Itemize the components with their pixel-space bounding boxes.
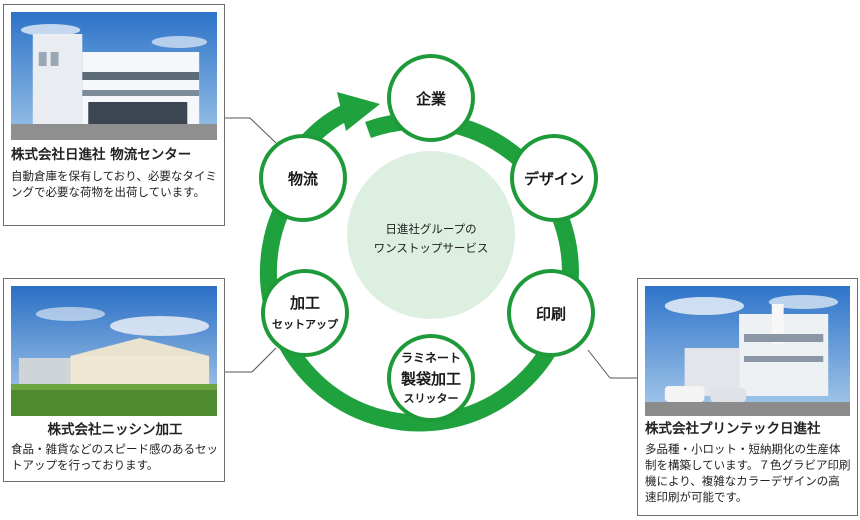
node-insatsu: 印刷 xyxy=(507,269,595,357)
logistics-center-title: 株式会社日進社 物流センター xyxy=(11,147,192,163)
node-kakou-label-line2: セットアップ xyxy=(272,317,339,331)
printech-photo xyxy=(645,286,850,416)
connector-printech-diagonal xyxy=(587,349,611,379)
printech-description: 多品種・小ロット・短納期化の生産体制を構築しています。７色グラビア印刷機により、… xyxy=(645,442,851,504)
node-butsuryu-label: 物流 xyxy=(288,170,318,188)
cycle-arrowhead xyxy=(337,92,380,131)
node-laminate-label-line2: 製袋加工 xyxy=(400,370,461,388)
center-label-line2: ワンストップサービス xyxy=(374,241,489,255)
node-butsuryu: 物流 xyxy=(259,134,347,222)
center-label-line1: 日進社グループの xyxy=(385,222,476,236)
nisshin-kakou-description: 食品・雑貨などのスピード感のあるセットアップを行っております。 xyxy=(11,442,218,472)
connector-nisshin-diagonal xyxy=(251,347,277,373)
printech-title: 株式会社プリンテック日進社 xyxy=(645,421,821,437)
node-design: デザイン xyxy=(510,134,598,222)
node-insatsu-label: 印刷 xyxy=(536,305,566,323)
center-circle xyxy=(347,151,515,319)
logistics-center-card: 株式会社日進社 物流センター 自動倉庫を保有しており、必要なタイミングで必要な荷… xyxy=(3,4,225,226)
node-laminate-label-line3: スリッター xyxy=(404,392,459,405)
nisshin-kakou-photo xyxy=(11,286,217,416)
connector-logistics-diagonal xyxy=(249,117,277,144)
node-kakou-label-line1: 加工 xyxy=(289,294,320,312)
node-laminate: ラミネート 製袋加工 スリッター xyxy=(387,334,475,422)
node-design-label: デザイン xyxy=(524,170,584,188)
node-laminate-label-line1: ラミネート xyxy=(401,351,461,365)
node-kigyo: 企業 xyxy=(387,54,475,142)
logistics-center-description: 自動倉庫を保有しており、必要なタイミングで必要な荷物を出荷しています。 xyxy=(11,169,217,199)
logistics-center-photo xyxy=(11,12,217,140)
printech-card: 株式会社プリンテック日進社 多品種・小ロット・短納期化の生産体制を構築しています… xyxy=(637,278,858,516)
node-kigyo-label: 企業 xyxy=(415,90,447,108)
node-kakou: 加工 セットアップ xyxy=(261,269,349,357)
nisshin-kakou-card: 株式会社ニッシン加工 食品・雑貨などのスピード感のあるセットアップを行っておりま… xyxy=(3,278,225,482)
nisshin-kakou-title: 株式会社ニッシン加工 xyxy=(47,422,183,438)
